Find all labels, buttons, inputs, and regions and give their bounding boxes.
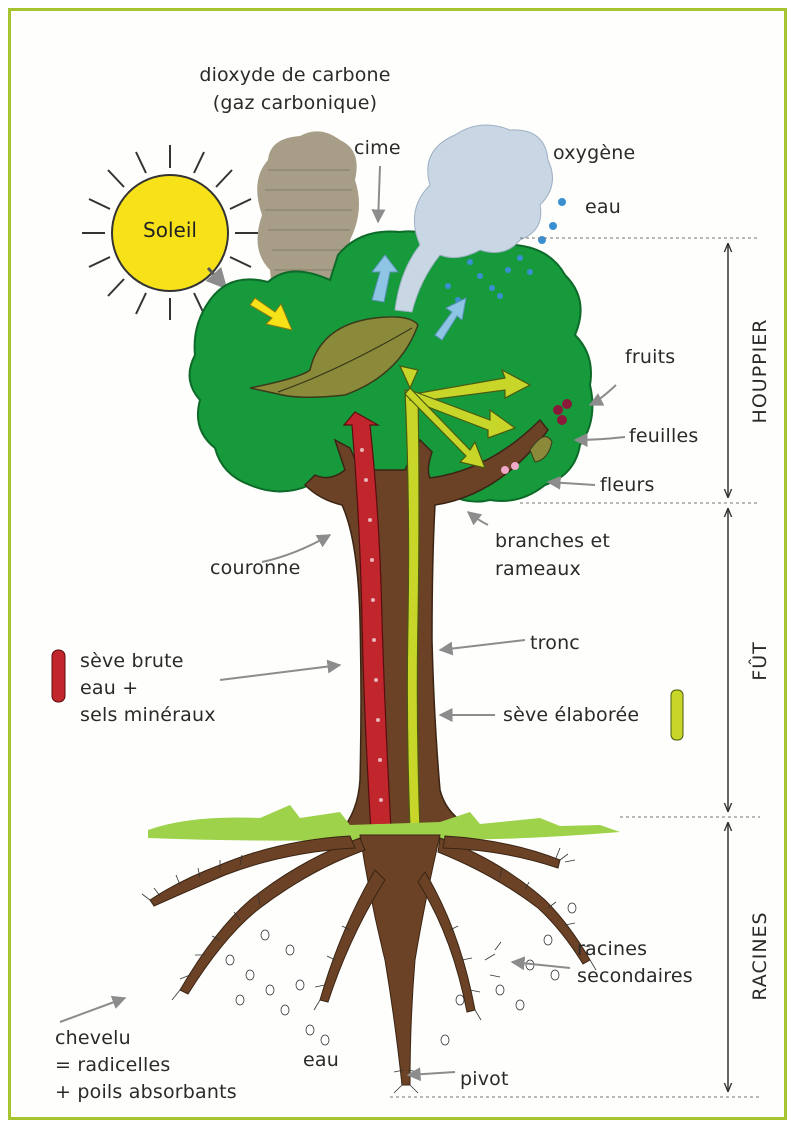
root-hair-label-line2: = radicelles [55, 1054, 170, 1077]
oxygen-label: oxygène [553, 142, 635, 165]
branches-label-line2: rameaux [495, 558, 581, 581]
root-hair-label-line3: + poils absorbants [55, 1081, 237, 1104]
root-hair-label-line1: chevelu [55, 1027, 131, 1050]
fut-section-label: FÛT [749, 631, 771, 691]
raw-sap-label-line2: eau + [80, 677, 138, 700]
raw-sap-label-line1: sève brute [80, 650, 184, 673]
water-bottom-label: eau [303, 1049, 339, 1072]
roots [150, 835, 590, 1085]
co2-label-line2: (gaz carbonique) [170, 92, 420, 115]
taproot-label: pivot [460, 1068, 509, 1091]
raw-sap-label-line3: sels minéraux [80, 704, 216, 727]
branches-label-line1: branches et [495, 530, 610, 553]
elaborated-sap-swatch [671, 690, 683, 740]
flowers-label: fleurs [600, 474, 655, 497]
water-top-label: eau [585, 196, 621, 219]
leaves-label: feuilles [629, 425, 698, 448]
elaborated-sap-label: sève élaborée [503, 704, 639, 727]
houppier-section-label: HOUPPIER [749, 311, 771, 431]
secondary-roots-label-line2: secondaires [577, 965, 693, 988]
raw-sap-swatch [52, 650, 65, 702]
crown-label: couronne [210, 557, 301, 580]
secondary-roots-label-line1: racines [577, 938, 647, 961]
fruits-label: fruits [625, 346, 675, 369]
cime-label: cime [354, 137, 401, 160]
sun-label: Soleil [118, 218, 222, 242]
racines-section-label: RACINES [749, 906, 771, 1006]
trunk-label: tronc [530, 632, 580, 655]
co2-label-line1: dioxyde de carbone [170, 64, 420, 87]
